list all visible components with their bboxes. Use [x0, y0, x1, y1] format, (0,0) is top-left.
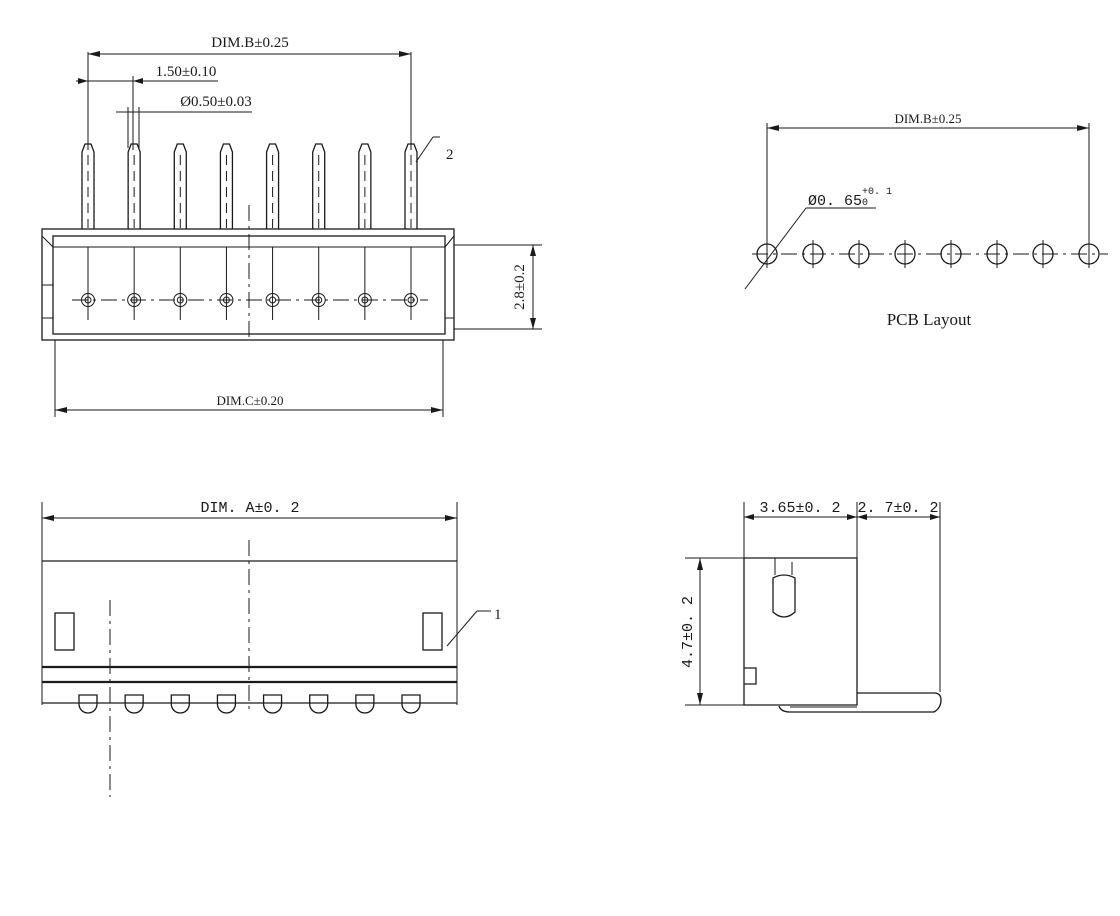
housing-outline — [41, 228, 455, 341]
pin — [173, 143, 187, 229]
pin-bump — [262, 694, 283, 714]
pcb-layout: DIM.B±0.25 Ø0. 65 +0. 1 0 PCB Layout — [744, 111, 1108, 329]
pin-bump — [78, 694, 98, 714]
pcb-dim-label: DIM.B±0.25 — [894, 111, 961, 126]
bottom-view: DIM. A±0. 2 1 — [41, 500, 502, 797]
latch-window — [422, 612, 443, 651]
hole-leader — [744, 207, 807, 290]
arrow — [767, 125, 779, 131]
arrow — [857, 514, 867, 520]
height-label: 2.8±0.2 — [512, 264, 528, 310]
latch-window — [54, 612, 75, 651]
pins — [81, 143, 418, 320]
arrow — [55, 407, 67, 413]
pin — [265, 143, 280, 229]
pin-bump — [124, 694, 144, 714]
pin-bump — [309, 694, 329, 714]
pin-circle-inner — [176, 296, 184, 304]
arrow — [530, 245, 536, 256]
housing-bevel — [444, 235, 455, 248]
arrow — [133, 78, 143, 84]
arrow — [530, 318, 536, 329]
housing-bevel — [41, 235, 54, 248]
arrow — [42, 515, 54, 521]
dim-c-label: DIM.C±0.20 — [216, 393, 283, 408]
pin-bump — [355, 694, 375, 714]
arrow — [744, 514, 754, 520]
pin-length-label: 2. 7±0. 2 — [857, 500, 938, 517]
pcb-caption: PCB Layout — [887, 310, 972, 329]
arrow — [697, 693, 703, 705]
callout-leader — [415, 136, 434, 163]
arrow — [431, 407, 443, 413]
pin-slot — [772, 574, 796, 618]
pin-bump — [170, 694, 190, 714]
dim-a-label: DIM. A±0. 2 — [200, 500, 299, 517]
callout-2: 2 — [446, 147, 454, 163]
pitch-label: 1.50±0.10 — [156, 64, 217, 80]
pin-dia-label: Ø0.50±0.03 — [180, 94, 252, 110]
pin-bump — [401, 694, 421, 714]
hole-tol-zero: 0 — [862, 198, 868, 209]
arrow — [88, 51, 100, 57]
pin — [127, 143, 141, 229]
side-body — [743, 557, 858, 706]
side-view: 3.65±0. 2 2. 7±0. 2 4.7±0. 2 — [680, 500, 942, 713]
arrow — [697, 558, 703, 570]
right-angle-pin — [778, 692, 942, 713]
arrow — [930, 514, 940, 520]
pcb-holes — [756, 240, 1100, 268]
pin — [404, 143, 418, 229]
arrow — [399, 51, 411, 57]
pin — [81, 143, 95, 229]
arrow — [445, 515, 457, 521]
arrow — [1077, 125, 1089, 131]
front-view: DIM.B±0.25 1.50±0.10 Ø0.50±0.03 2 — [41, 35, 542, 417]
callout-1: 1 — [494, 607, 502, 623]
pin — [312, 143, 326, 229]
hole-tol-plus: +0. 1 — [862, 187, 892, 198]
pin — [219, 143, 234, 229]
arrow — [78, 78, 88, 84]
side-height-label: 4.7±0. 2 — [680, 596, 697, 668]
pin-bump — [216, 694, 237, 714]
callout-leader — [446, 610, 478, 647]
depth-label: 3.65±0. 2 — [759, 500, 840, 517]
arrow — [847, 514, 857, 520]
dim-b-label: DIM.B±0.25 — [211, 35, 288, 51]
pin-bumps — [78, 694, 421, 714]
pin — [358, 143, 372, 229]
side-latch — [744, 667, 757, 685]
hole-dia-label: Ø0. 65 — [808, 193, 862, 210]
